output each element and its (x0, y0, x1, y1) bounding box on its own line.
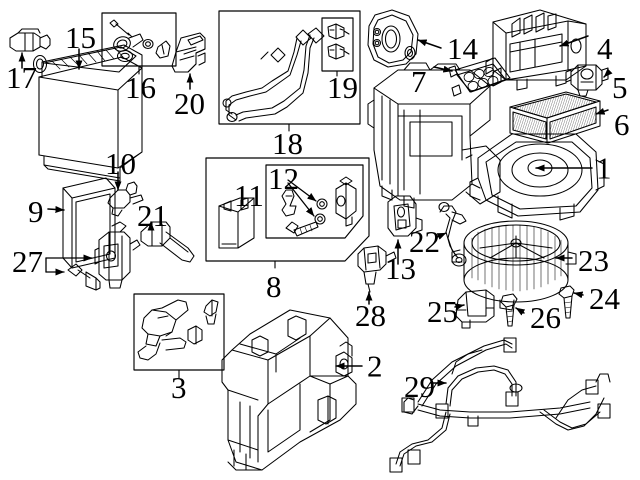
callout-number-9: 9 (28, 194, 44, 229)
callout-number-21: 21 (137, 198, 168, 233)
callout-arrows-27 (45, 254, 93, 276)
part-26-resistor-screw (500, 293, 518, 327)
box-leader-lines (138, 65, 338, 379)
callout-number-3: 3 (171, 370, 187, 405)
callout-number-23: 23 (578, 243, 609, 278)
part-24-blower-screw (558, 285, 575, 319)
callout-number-28: 28 (355, 298, 386, 333)
part-20-mounting-bracket (171, 32, 206, 73)
part-15-evaporator-core (32, 44, 143, 182)
callout-number-4: 4 (597, 31, 613, 66)
part-11-expansion-valve-block (218, 197, 255, 249)
callout-number-12: 12 (268, 161, 299, 196)
part-17-evaporator-clamp (9, 28, 51, 52)
callout-number-1: 1 (596, 150, 612, 186)
callout-number-25: 25 (427, 294, 458, 329)
callout-number-13: 13 (385, 251, 416, 286)
callout-number-2: 2 (367, 348, 383, 384)
callout-number-20: 20 (174, 86, 205, 121)
callout-number-15: 15 (65, 20, 96, 55)
part-2-heater-case (221, 309, 357, 471)
part-12-valve-hardware (281, 176, 357, 237)
part-6-cabin-air-filter (509, 91, 601, 144)
callout-number-22: 22 (409, 224, 440, 259)
part-23-blower-fan (451, 220, 577, 311)
part-27-actuator-motor (94, 221, 141, 289)
callout-number-10: 10 (105, 146, 136, 181)
part-18-refrigerant-lines (222, 27, 325, 123)
callout-number-5: 5 (612, 70, 628, 105)
callout-number-29: 29 (404, 369, 435, 404)
callout-number-11: 11 (234, 178, 264, 213)
part-28-pressure-switch (357, 245, 397, 293)
callout-number-19: 19 (327, 70, 358, 105)
callout-number-27: 27 (12, 244, 43, 279)
callout-arrows-12 (287, 179, 317, 217)
callout-number-16: 16 (125, 70, 156, 105)
callout-number-7: 7 (411, 64, 427, 99)
callout-number-17: 17 (6, 60, 37, 95)
part-21-lever-rod (140, 221, 195, 263)
part-25-resistor-cover (455, 289, 495, 329)
callout-number-26: 26 (530, 300, 561, 335)
callout-number-24: 24 (589, 281, 620, 316)
part-16-seal-kit-contents (109, 19, 171, 63)
part-3-linkage-kit-contents (137, 299, 219, 361)
part-4-air-inlet-housing (485, 9, 587, 91)
part-13-sensor-bracket (387, 195, 423, 237)
part-19-line-fittings (327, 23, 350, 60)
part-29-wiring-harness (389, 337, 611, 473)
part-14-firewall-seal (367, 9, 419, 68)
part-27-clip-pin (67, 263, 101, 291)
part-5-actuator-cover (565, 64, 609, 97)
callout-number-8: 8 (266, 269, 282, 304)
callout-number-18: 18 (272, 126, 303, 161)
callout-arrows (18, 35, 613, 387)
callout-number-14: 14 (447, 31, 478, 66)
callout-number-6: 6 (614, 107, 630, 142)
